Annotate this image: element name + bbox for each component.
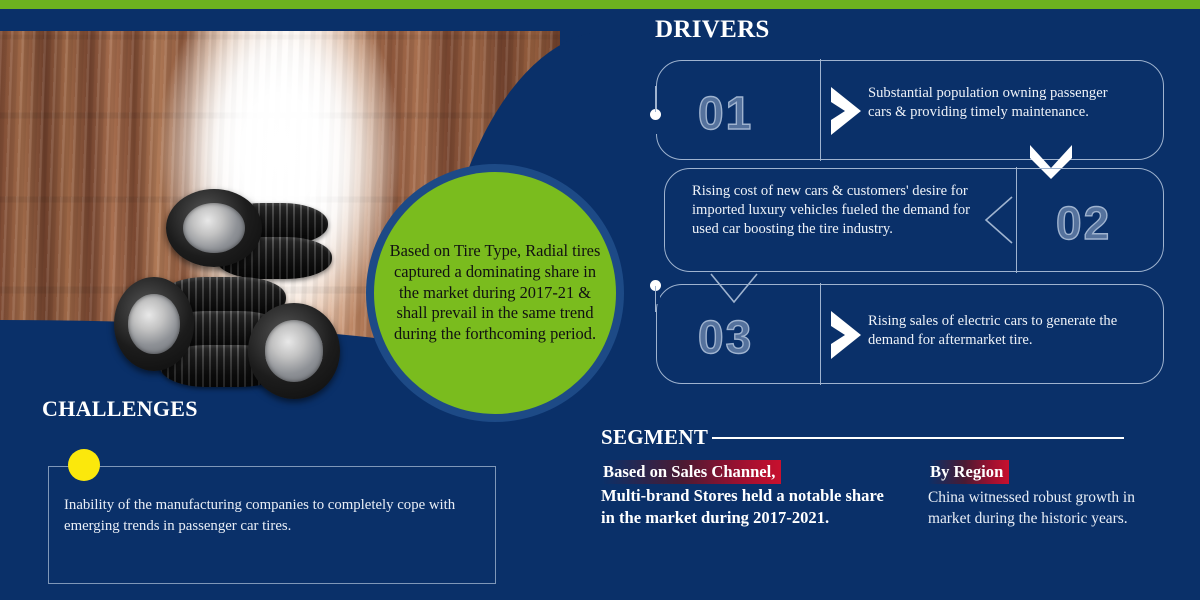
driver-connector-line-03 [655,286,657,312]
wheel-hub [286,343,302,359]
segment-body-text: China witnessed robust growth in market … [928,489,1135,527]
wheel-hub [147,316,161,332]
wheel-spokes [265,320,324,381]
tire-with-rim [114,277,194,371]
challenges-bullet-dot [68,449,100,481]
wheel-spokes [183,203,244,253]
chevron-right-icon [831,311,861,359]
driver-card-left-gap [653,282,660,304]
driver-card-divider [1016,167,1018,273]
tire-stack-illustration [88,185,388,400]
driver-card-frame [656,284,1164,384]
driver-card-divider [820,283,822,385]
driver-bullet-dot-03 [650,280,661,291]
driver-text-02: Rising cost of new cars & customers' des… [692,183,971,237]
segment-highlight-label: By Region [928,460,1010,485]
chevron-right-icon [831,87,861,135]
highlight-circle: Based on Tire Type, Radial tires capture… [374,172,616,414]
drivers-list: 01 Substantial population owning passeng… [650,52,1170,392]
challenges-card[interactable] [48,466,496,584]
segment-column-sales-channel: Based on Sales Channel, Multi-brand Stor… [601,460,891,528]
chevron-down-icon-solid [1030,145,1072,179]
top-green-accent-bar [0,0,1200,9]
segment-body-text: Multi-brand Stores held a notable share … [601,486,884,527]
highlight-circle-text: Based on Tire Type, Radial tires capture… [389,240,601,344]
top-navy-bar [0,9,1200,31]
driver-connector-line-01 [655,86,657,112]
wheel-hub [206,221,222,235]
segment-column-region: By Region China witnessed robust growth … [928,460,1178,530]
wheel-spokes [128,294,180,354]
tire-with-rim [166,189,262,267]
challenges-heading: CHALLENGES [42,396,198,421]
driver-text-03: Rising sales of electric cars to generat… [868,313,1118,348]
driver-card-01[interactable]: 01 Substantial population owning passeng… [653,59,1164,161]
challenges-text: Inability of the manufacturing companies… [64,497,456,534]
drivers-heading: DRIVERS [655,16,770,43]
driver-text-01: Substantial population owning passenger … [868,85,1108,120]
segment-heading: SEGMENT [601,425,709,449]
driver-number-01: 01 [697,86,754,139]
chevron-left-icon [984,196,1013,244]
driver-card-left-gap [653,110,660,134]
driver-card-frame [664,168,1164,272]
segment-heading-rule [712,437,1124,439]
driver-card-03[interactable]: 03 Rising sales of electric cars to gene… [653,282,1164,385]
driver-bullet-dot-01 [650,109,661,120]
chevron-down-icon-outline [710,273,758,304]
driver-number-02: 02 [1055,196,1112,249]
driver-card-02[interactable]: Rising cost of new cars & customers' des… [664,167,1164,273]
segment-highlight-label: Based on Sales Channel, [601,460,782,485]
driver-number-03: 03 [697,310,754,363]
tire-with-rim [248,303,340,399]
driver-card-divider [820,59,822,161]
